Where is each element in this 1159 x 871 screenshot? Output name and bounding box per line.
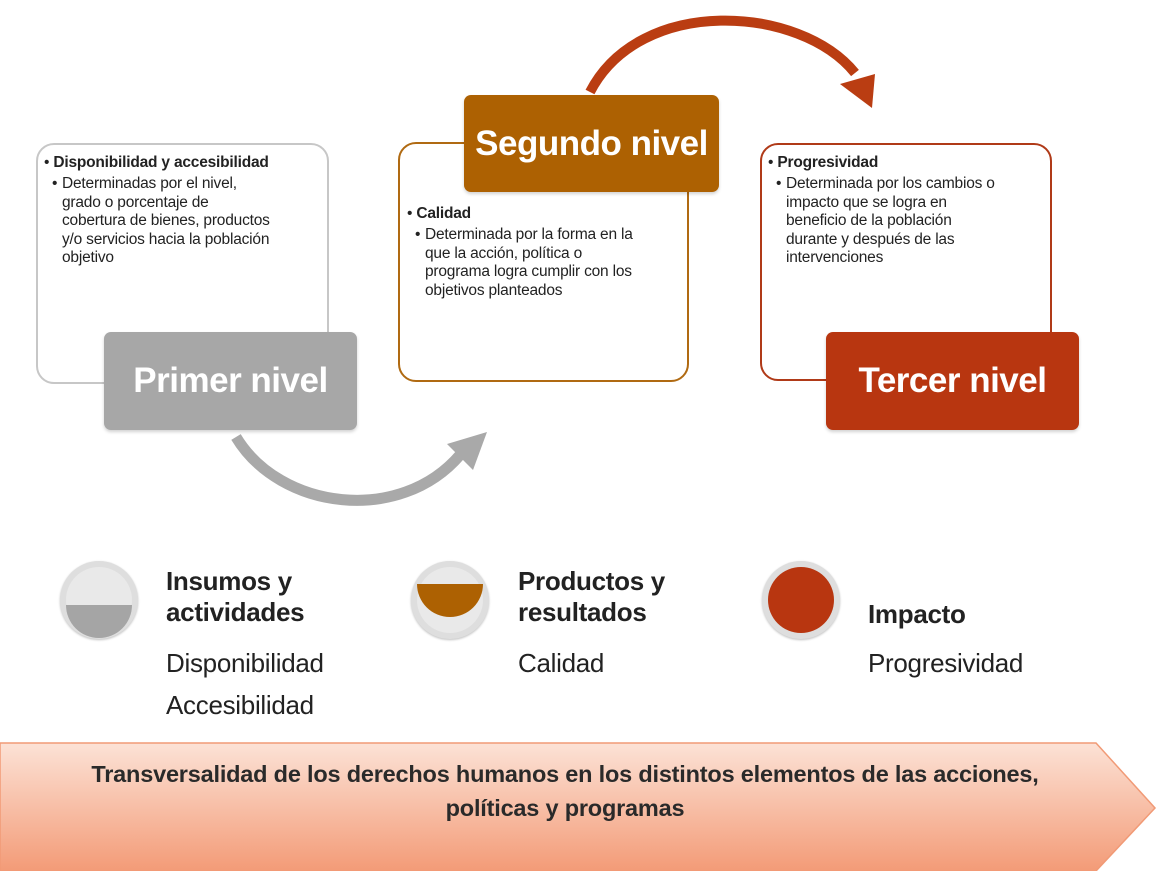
- level3-label: Tercer nivel: [826, 332, 1079, 430]
- level2-detail-list: Determinada por la forma en la que la ac…: [407, 226, 687, 300]
- banner-arrow-shape: [0, 742, 1157, 871]
- legend-title-3: Impacto: [868, 599, 966, 629]
- level1-label: Primer nivel: [104, 332, 357, 430]
- fill-graphic-2: [417, 567, 483, 633]
- red-curved-arrow: [585, 15, 859, 95]
- banner-line-1: Transversalidad de los derechos humanos …: [91, 761, 1039, 787]
- legend-fill-indicator-2: [411, 561, 489, 639]
- level1-detail-list: Determinadas por el nivel, grado o porce…: [44, 175, 327, 268]
- level1-heading: Disponibilidad y accesibilidad: [44, 154, 327, 172]
- legend-fill-indicator-3: [762, 561, 840, 639]
- level1-detail: Determinadas por el nivel, grado o porce…: [52, 175, 327, 268]
- level3-detail: Determinada por los cambios o impacto qu…: [776, 175, 1050, 268]
- legend-items-3: Progresividad: [868, 648, 1024, 678]
- fill-graphic-1: [66, 567, 132, 638]
- level2-detail: Determinada por la forma en la que la ac…: [415, 226, 687, 300]
- red-arrowhead: [840, 74, 875, 108]
- gray-arrowhead: [447, 432, 487, 470]
- level2-heading: Calidad: [407, 205, 687, 223]
- legend-items-1: Disponibilidad Accesibilidad: [166, 648, 324, 720]
- gray-curved-arrow: [231, 434, 465, 506]
- level2-label: Segundo nivel: [464, 95, 719, 192]
- fill-graphic-3: [768, 567, 834, 633]
- banner-line-2: políticas y programas: [445, 795, 685, 821]
- legend-items-2: Calidad: [518, 648, 605, 678]
- legend-fill-indicator-1: [60, 561, 138, 639]
- banner-text: Transversalidad de los derechos humanos …: [20, 757, 1110, 825]
- level3-heading: Progresividad: [768, 154, 1050, 172]
- level3-detail-list: Determinada por los cambios o impacto qu…: [768, 175, 1050, 268]
